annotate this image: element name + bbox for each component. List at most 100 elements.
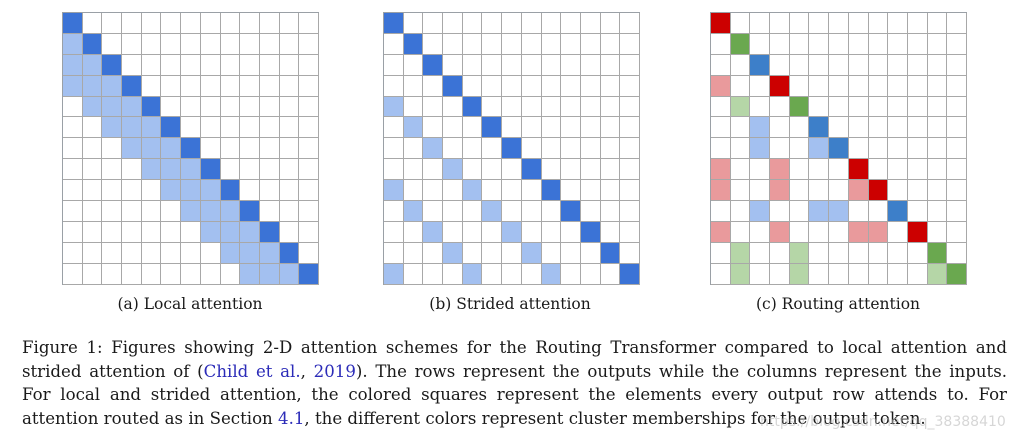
strided-attention-cell: [561, 201, 581, 222]
routing-attention-cell: [750, 96, 771, 118]
routing-attention-cell: [829, 242, 849, 264]
strided-attention-cell: [580, 242, 601, 264]
section-link[interactable]: 4.1: [278, 408, 305, 428]
local-attention-cell: [82, 263, 103, 285]
routing-attention-cell: [907, 221, 928, 243]
strided-attention-cell: [384, 180, 404, 202]
strided-attention-cell: [580, 159, 601, 181]
local-attention-cell: [259, 54, 280, 76]
strided-attention-cell: [541, 242, 562, 264]
local-attention-cell: [200, 138, 221, 160]
strided-attention-cell: [423, 242, 444, 264]
strided-attention-cell: [423, 96, 444, 118]
local-attention-cell: [220, 201, 241, 222]
strided-attention-cell: [561, 96, 581, 118]
strided-attention-cell: [541, 201, 562, 222]
strided-attention-cell: [443, 13, 463, 34]
strided-attention-cell: [600, 138, 621, 160]
strided-attention-cell: [462, 117, 483, 139]
strided-attention-cell: [482, 263, 503, 285]
strided-attention-cell: [482, 13, 503, 34]
local-attention-cell: [82, 75, 103, 97]
strided-attention-cell: [620, 96, 640, 118]
local-attention-cell: [279, 201, 300, 222]
routing-attention-cell: [730, 75, 751, 97]
local-attention-cell: [102, 96, 123, 118]
strided-attention-cell: [443, 96, 463, 118]
routing-attention-cell: [829, 138, 849, 160]
local-attention-cell: [279, 13, 300, 34]
strided-attention-cell: [580, 180, 601, 202]
local-attention-cell: [181, 33, 201, 55]
local-attention-cell: [122, 242, 142, 264]
strided-attention-cell: [384, 54, 404, 76]
routing-attention-cell: [927, 138, 948, 160]
local-attention-cell: [122, 180, 142, 202]
strided-attention-cell: [502, 221, 522, 243]
local-attention-cell: [299, 263, 319, 285]
routing-attention-cell: [868, 33, 889, 55]
citation-link-author[interactable]: Child et al.: [203, 361, 301, 381]
local-attention-cell: [122, 117, 142, 139]
routing-attention-cell: [770, 75, 790, 97]
local-attention-cell: [279, 75, 300, 97]
local-attention-cell: [122, 13, 142, 34]
citation-link-year[interactable]: 2019: [313, 361, 356, 381]
local-attention-cell: [161, 263, 182, 285]
strided-attention-cell: [600, 33, 621, 55]
strided-attention-cell: [384, 221, 404, 243]
routing-attention-cell: [907, 242, 928, 264]
local-attention-cell: [299, 180, 319, 202]
local-attention-cell: [181, 138, 201, 160]
routing-attention-grid: [710, 12, 967, 285]
local-attention-cell: [161, 159, 182, 181]
strided-attention-cell: [482, 159, 503, 181]
routing-attention-cell: [848, 13, 869, 34]
strided-attention-cell: [620, 33, 640, 55]
routing-attention-cell: [789, 221, 810, 243]
local-attention-cell: [82, 138, 103, 160]
routing-attention-cell: [750, 33, 771, 55]
local-attention-cell: [63, 263, 83, 285]
local-attention-cell: [200, 54, 221, 76]
local-attention-cell: [122, 33, 142, 55]
routing-attention-cell: [848, 263, 869, 285]
strided-attention-cell: [620, 138, 640, 160]
routing-attention-cell: [770, 33, 790, 55]
routing-attention-cell: [868, 263, 889, 285]
strided-attention-cell: [502, 75, 522, 97]
local-attention-cell: [240, 75, 260, 97]
routing-attention-cell: [888, 201, 908, 222]
strided-attention-cell: [443, 54, 463, 76]
routing-attention-cell: [888, 159, 908, 181]
routing-attention-cell: [750, 201, 771, 222]
routing-attention-cell: [947, 75, 967, 97]
strided-attention-cell: [580, 263, 601, 285]
routing-attention-cell: [730, 201, 751, 222]
local-attention-cell: [141, 263, 162, 285]
routing-attention-cell: [868, 117, 889, 139]
routing-attention-cell: [888, 221, 908, 243]
strided-attention-cell: [541, 33, 562, 55]
routing-attention-cell: [809, 180, 830, 202]
routing-attention-cell: [888, 242, 908, 264]
local-attention-cell: [63, 221, 83, 243]
strided-attention-cell: [541, 138, 562, 160]
strided-attention-cell: [462, 138, 483, 160]
routing-attention-cell: [750, 242, 771, 264]
local-attention-cell: [259, 117, 280, 139]
strided-attention-cell: [482, 33, 503, 55]
routing-attention-cell: [789, 54, 810, 76]
strided-attention-cell: [561, 242, 581, 264]
strided-attention-cell: [502, 33, 522, 55]
local-attention-cell: [220, 180, 241, 202]
local-attention-cell: [279, 33, 300, 55]
strided-attention-cell: [561, 33, 581, 55]
routing-attention-cell: [711, 13, 731, 34]
strided-attention-cell: [423, 263, 444, 285]
routing-attention-cell: [848, 96, 869, 118]
strided-attention-cell: [502, 138, 522, 160]
strided-attention-cell: [462, 96, 483, 118]
routing-attention-cell: [770, 221, 790, 243]
routing-attention-cell: [927, 263, 948, 285]
